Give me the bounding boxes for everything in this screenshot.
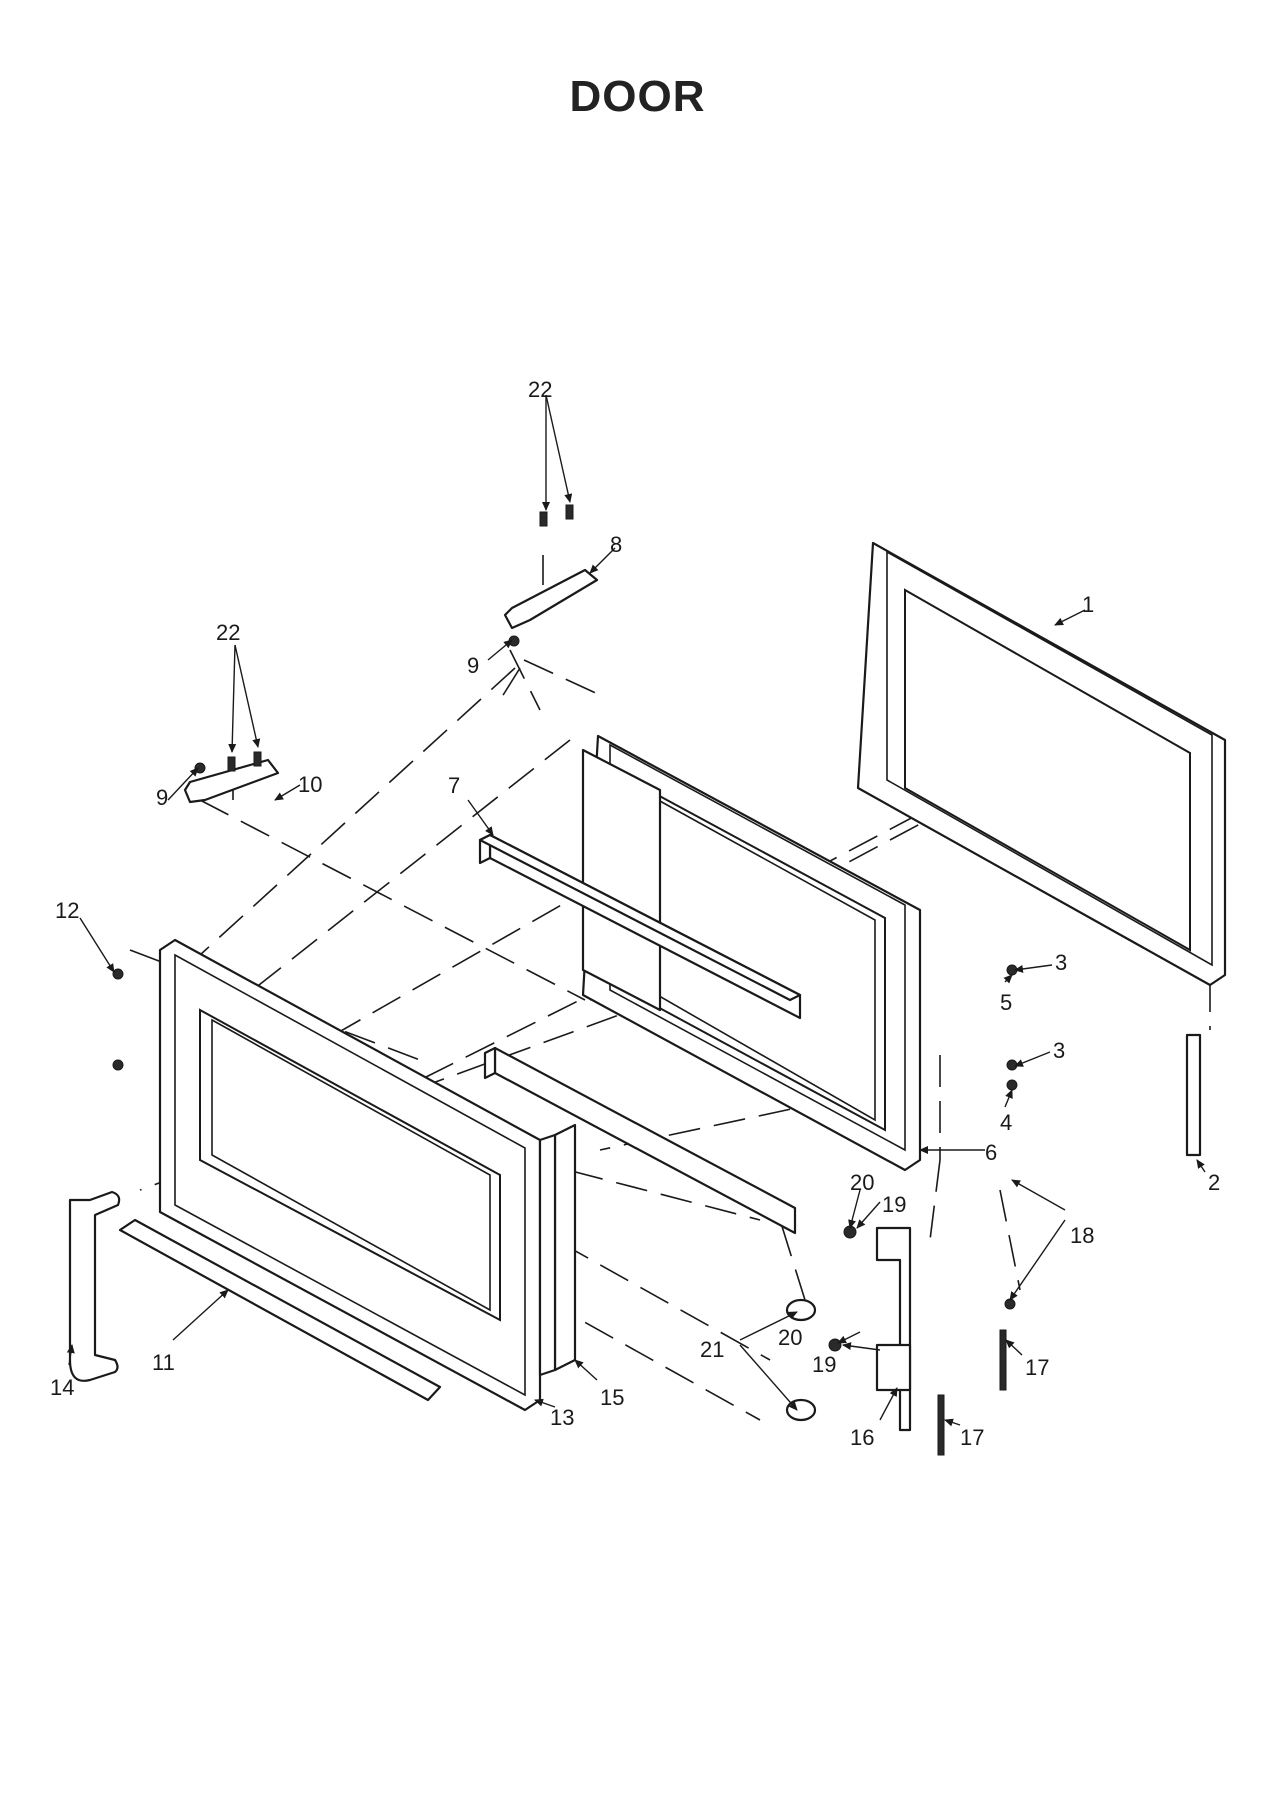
callout-19-upper: 19	[882, 1192, 906, 1217]
callout-8: 8	[610, 532, 622, 557]
part-bottom-trim	[118, 1218, 442, 1402]
callout-12: 12	[55, 898, 79, 923]
leader-lines	[66, 394, 1206, 1427]
part-lower-hinge	[183, 758, 280, 804]
callout-3-lower: 3	[1053, 1038, 1065, 1063]
callout-20-lower: 20	[778, 1325, 802, 1350]
callout-13: 13	[550, 1405, 574, 1430]
callout-6: 6	[985, 1140, 997, 1165]
callout-2: 2	[1208, 1170, 1220, 1195]
callout-7: 7	[448, 773, 460, 798]
callouts: 1 2 3 3 4 5 6 7 8 9 9 10 11 12 13 14 15 …	[50, 377, 1220, 1450]
callout-17-right: 17	[1025, 1355, 1049, 1380]
part-top-choke-rail	[478, 833, 802, 1020]
callout-18: 18	[1070, 1223, 1094, 1248]
part-latch-bar	[1185, 1033, 1202, 1157]
callout-9-lower: 9	[156, 785, 168, 810]
part-inner-door-panel	[856, 541, 1227, 987]
callout-21: 21	[700, 1337, 724, 1362]
part-side-trim	[538, 1123, 577, 1377]
callout-16: 16	[850, 1425, 874, 1450]
callout-9-upper: 9	[467, 653, 479, 678]
callout-11: 11	[152, 1350, 175, 1375]
part-bottom-choke-rail	[483, 1046, 797, 1235]
callout-14: 14	[50, 1375, 74, 1400]
diagram-title: DOOR	[569, 72, 706, 121]
part-outer-door	[158, 938, 542, 1412]
callout-15: 15	[600, 1385, 624, 1410]
callout-22-upper: 22	[528, 377, 552, 402]
callout-3-upper: 3	[1055, 950, 1067, 975]
callout-10: 10	[298, 772, 322, 797]
callout-17-lower: 17	[960, 1425, 984, 1450]
callout-4: 4	[1000, 1110, 1012, 1135]
callout-19-lower: 19	[812, 1352, 836, 1377]
part-hinge-bracket	[875, 1226, 912, 1432]
callout-1: 1	[1082, 592, 1094, 617]
callout-22-lower: 22	[216, 620, 240, 645]
part-door-frame	[581, 734, 922, 1172]
callout-20-upper: 20	[850, 1170, 874, 1195]
callout-5: 5	[1000, 990, 1012, 1015]
part-door-handle	[68, 1190, 121, 1382]
part-upper-hinge	[503, 568, 599, 630]
